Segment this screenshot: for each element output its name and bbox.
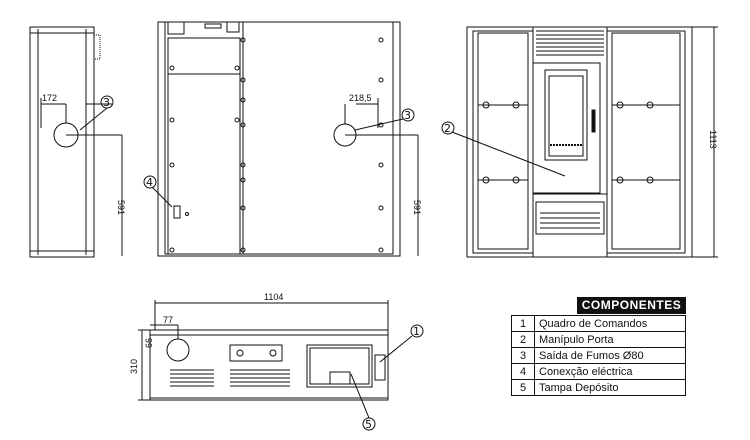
callout-number: 1: [413, 325, 420, 338]
callout-number: 2: [444, 122, 451, 135]
legend-label: Saída de Fumos Ø80: [534, 347, 686, 364]
legend-number: 4: [511, 363, 535, 380]
door-handle: [591, 109, 596, 133]
components-legend: 1 Quadro de Comandos 2 Manípulo Porta 3 …: [511, 315, 686, 396]
legend-row: 5 Tampa Depósito: [511, 379, 686, 396]
legend-label: Tampa Depósito: [534, 379, 686, 396]
glass-window: [544, 69, 588, 161]
callout-number: 4: [146, 176, 153, 189]
side-view: [29, 26, 123, 258]
legend-number: 1: [511, 315, 535, 332]
front-view: [466, 26, 718, 258]
dim-back-height: 591: [412, 200, 422, 215]
legend-row: 4 Conexção eléctrica: [511, 363, 686, 380]
legend-number: 3: [511, 347, 535, 364]
legend-label: Manípulo Porta: [534, 331, 686, 348]
dim-total-height: 1113: [708, 130, 718, 149]
callout-leaders: [79, 107, 566, 419]
dim-side-height: 591: [116, 200, 126, 215]
dim-top-offset-y: 66: [144, 338, 154, 348]
tank-lid: [306, 344, 373, 388]
top-grille: [536, 30, 604, 56]
legend-label: Quadro de Comandos: [534, 315, 686, 332]
electric-socket: [173, 205, 181, 219]
top-flue-outlet: [166, 338, 190, 362]
callout-number: 3: [103, 96, 110, 109]
legend-row: 2 Manípulo Porta: [511, 331, 686, 348]
dim-top-offset-x: 77: [163, 315, 173, 325]
control-panel: [374, 354, 386, 381]
callout-circles: [100, 95, 455, 431]
top-view: [138, 300, 389, 401]
dim-top-width: 1104: [264, 292, 283, 302]
top-vents: [170, 369, 290, 387]
legend-label: Conexção eléctrica: [534, 363, 686, 380]
back-view: [157, 21, 419, 257]
legend-title: COMPONENTES: [577, 297, 686, 314]
legend-row: 1 Quadro de Comandos: [511, 315, 686, 332]
legend-row: 3 Saída de Fumos Ø80: [511, 347, 686, 364]
legend-number: 2: [511, 331, 535, 348]
callout-number: 3: [404, 109, 411, 122]
dim-side-offset: 172: [42, 93, 57, 103]
legend-number: 5: [511, 379, 535, 396]
dim-top-depth: 310: [129, 359, 139, 374]
dim-back-offset: 218,5: [349, 93, 372, 103]
stove-door: [532, 62, 601, 194]
callout-number: 5: [365, 418, 372, 431]
